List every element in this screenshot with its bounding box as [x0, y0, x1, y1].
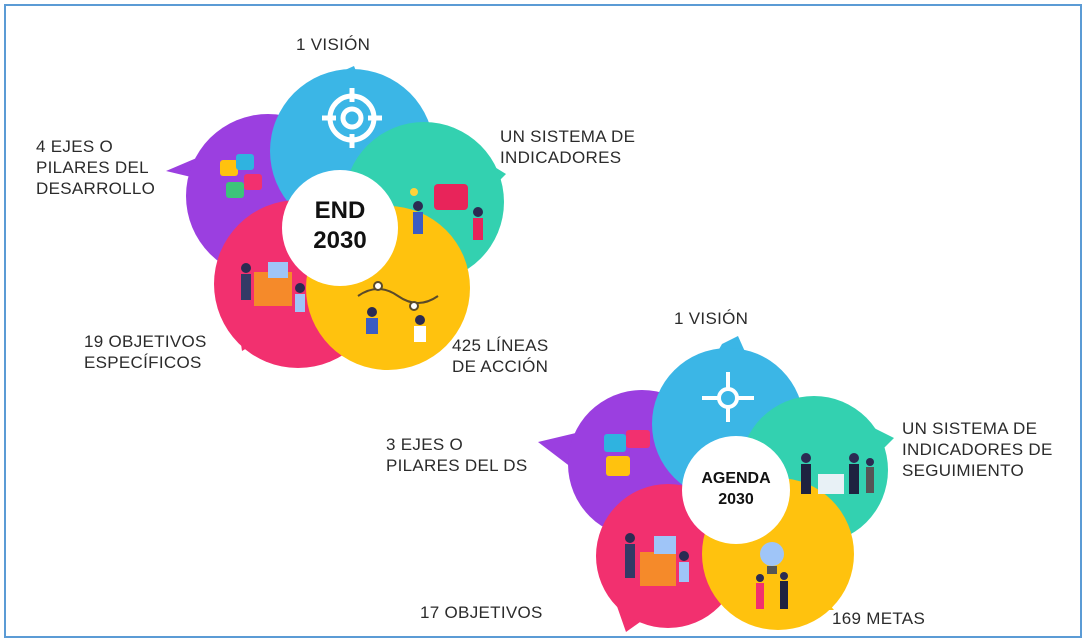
box-people-icon: [241, 262, 305, 312]
center-circle-2: [682, 436, 790, 544]
center-circle-1: [282, 170, 398, 286]
label-objectives-2: 17 OBJETIVOS: [420, 603, 543, 622]
puzzle-icon: [220, 154, 262, 198]
box-people-icon: [625, 533, 689, 586]
label-axes-1: 4 EJES O PILARES DEL DESARROLLO: [36, 137, 156, 198]
center-title-agenda2030: AGENDA 2030: [701, 470, 771, 508]
target-icon: [322, 88, 382, 148]
agenda2030-diagram: [538, 336, 894, 632]
label-objectives-1: 19 OBJETIVOS ESPECÍFICOS: [84, 332, 207, 372]
label-vision-1: 1 VISIÓN: [296, 35, 371, 54]
lightbulb-people-icon: [756, 542, 788, 609]
label-vision-2: 1 VISIÓN: [674, 309, 749, 328]
figure-frame: END 2030 AGENDA 2030 1 VISIÓN UN SISTEMA…: [4, 4, 1082, 638]
label-goals-2: 169 METAS: [832, 609, 926, 628]
crosshair-icon: [702, 372, 754, 422]
planning-people-icon: [357, 281, 439, 342]
team-puzzle-icon: [410, 184, 483, 240]
end2030-diagram: [166, 66, 506, 370]
label-action-lines-1: 425 LÍNEAS DE ACCIÓN: [452, 336, 549, 376]
label-axes-2: 3 EJES O PILARES DEL DS: [386, 435, 528, 475]
label-indicators-2: UN SISTEMA DE INDICADORES DE SEGUIMIENTO: [902, 419, 1053, 480]
meeting-people-icon: [801, 453, 874, 494]
diagram-canvas: [166, 66, 894, 632]
label-indicators-1: UN SISTEMA DE INDICADORES: [500, 127, 636, 167]
center-title-end2030: END 2030: [313, 197, 367, 254]
puzzle-icon: [604, 430, 650, 476]
